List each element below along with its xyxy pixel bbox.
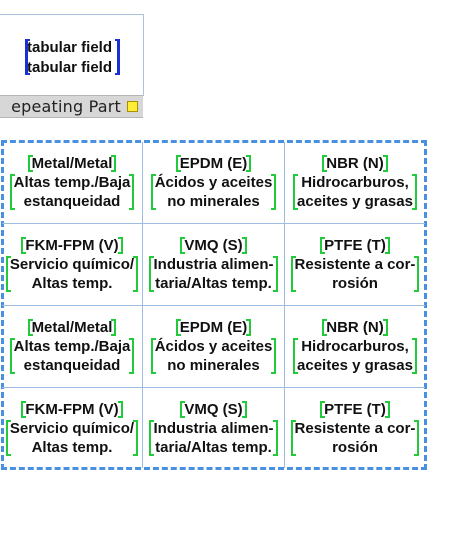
grid-cell[interactable]: EPDM (E)Ácidos y aceites no minerales	[143, 306, 285, 388]
tabular-field-1-label: tabular field	[27, 39, 113, 56]
cell-description: Altas temp./Baja estanqueidad	[9, 173, 135, 211]
cell-description: Ácidos y aceites no minerales	[150, 337, 276, 375]
grid-cell[interactable]: NBR (N)Hidrocarburos, aceites y grasas	[285, 306, 425, 388]
grid-cell[interactable]: NBR (N)Hidrocarburos, aceites y grasas	[285, 142, 425, 224]
tabular-field-2[interactable]: tabular field	[27, 59, 112, 76]
cell-title: NBR (N)	[322, 154, 388, 173]
grid-cell[interactable]: PTFE (T)Resistente a cor- rosión	[285, 388, 425, 468]
cell-description: Hidrocarburos, aceites y grasas	[293, 173, 417, 211]
grid-cell[interactable]: EPDM (E)Ácidos y aceites no minerales	[143, 142, 285, 224]
field-bracket-right-icon	[115, 39, 120, 75]
field-bracket-left-icon	[25, 39, 30, 75]
repeating-part-label: epeating Part	[11, 97, 121, 116]
repeating-part-handle-icon[interactable]	[127, 101, 138, 112]
cell-title: FKM-FPM (V)	[21, 400, 123, 419]
cell-description: Servicio químico/ Altas temp.	[5, 419, 139, 457]
cell-title: EPDM (E)	[175, 318, 251, 337]
cell-title: NBR (N)	[322, 318, 388, 337]
cell-title: PTFE (T)	[320, 400, 390, 419]
cell-title: VMQ (S)	[180, 236, 248, 255]
cell-title: FKM-FPM (V)	[21, 236, 123, 255]
cell-title: Metal/Metal	[27, 154, 117, 173]
cell-title: VMQ (S)	[180, 400, 248, 419]
tabular-field-2-label: tabular field	[27, 59, 113, 76]
cell-description: Resistente a cor- rosión	[290, 255, 420, 293]
cell-description: Industria alimen- taria/Altas temp.	[149, 419, 278, 457]
repeating-part-bar[interactable]: epeating Part	[0, 95, 143, 118]
grid-cell[interactable]: VMQ (S)Industria alimen- taria/Altas tem…	[143, 224, 285, 306]
tabular-field-box: tabular field tabular field	[0, 14, 144, 96]
cell-title: Metal/Metal	[27, 318, 117, 337]
grid-cell[interactable]: VMQ (S)Industria alimen- taria/Altas tem…	[143, 388, 285, 468]
cell-description: Altas temp./Baja estanqueidad	[9, 337, 135, 375]
cell-description: Servicio químico/ Altas temp.	[5, 255, 139, 293]
grid-cell[interactable]: FKM-FPM (V)Servicio químico/ Altas temp.	[2, 388, 143, 468]
cell-description: Resistente a cor- rosión	[290, 419, 420, 457]
cell-description: Industria alimen- taria/Altas temp.	[149, 255, 278, 293]
cell-description: Hidrocarburos, aceites y grasas	[293, 337, 417, 375]
cell-title: EPDM (E)	[175, 154, 251, 173]
cell-title: PTFE (T)	[320, 236, 390, 255]
grid-cell[interactable]: PTFE (T)Resistente a cor- rosión	[285, 224, 425, 306]
grid-cell[interactable]: FKM-FPM (V)Servicio químico/ Altas temp.	[2, 224, 143, 306]
cell-description: Ácidos y aceites no minerales	[150, 173, 276, 211]
tabular-field-1[interactable]: tabular field	[27, 39, 112, 56]
